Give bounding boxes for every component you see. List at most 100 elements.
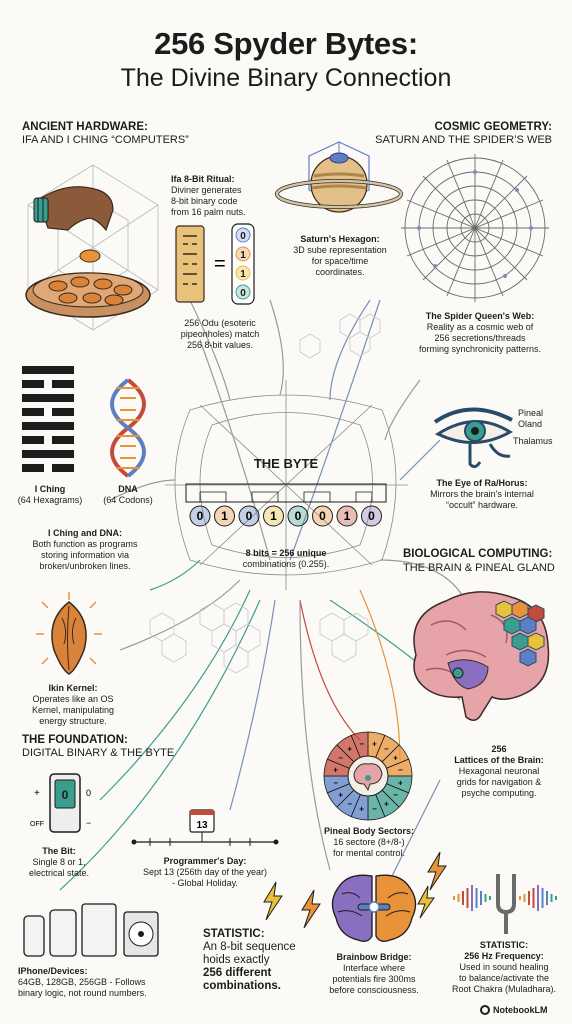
- dna-label: DNA (64 Codons): [88, 484, 168, 506]
- bit-line-1: Single 8 or 1,: [32, 857, 86, 867]
- byte-bit-circle: [287, 505, 309, 527]
- eye-label-thalamus: Thalamus: [513, 436, 553, 446]
- pineal-sector-sign: +: [338, 790, 343, 799]
- devices-illustration: [23, 903, 159, 957]
- stat2-line-1: Used in sound healing: [459, 962, 549, 972]
- stat1-bold-2: combinations.: [203, 980, 281, 992]
- brainbow-line-1: Interface where: [342, 963, 406, 973]
- eye-label-pineal: Pineal: [518, 408, 544, 418]
- switch-label-zero: 0: [86, 788, 91, 798]
- saturn-label: Saturn's Hexagon: 3D sube representation…: [280, 234, 400, 278]
- brainbow-bridge-illustration: [331, 874, 417, 942]
- stat1-title: STATISTIC:: [203, 928, 265, 940]
- spider-line-2: 256 secretions/threads: [434, 333, 526, 343]
- byte-bit-value: 1: [270, 509, 277, 523]
- pineal-sector-sign: −: [393, 790, 398, 799]
- bit-line-2: electrical state.: [28, 868, 90, 878]
- byte-bit-value: 0: [246, 509, 253, 523]
- programmer-line-1: Sept 13 (256th day of the year): [142, 867, 268, 877]
- ifa-bit-4: 0: [240, 288, 246, 299]
- bit-title: The Bit:: [42, 846, 76, 856]
- calendar-date: 13: [196, 820, 208, 831]
- brainbow-line-3: before consciousness.: [329, 985, 419, 995]
- spider-line-3: forming synchronicity patterns.: [418, 344, 542, 354]
- stat2-label: STATISTIC: 256 Hz Frequency: Used in sou…: [442, 940, 566, 995]
- pineal-label: Pineal Body Sectors: 16 sectore (8+/8-) …: [314, 826, 424, 859]
- lightning-right-icons: [417, 851, 447, 919]
- pineal-sector-sign: −: [384, 745, 389, 754]
- saturn-title: Saturn's Hexagon:: [300, 234, 380, 244]
- stat1-line-2: hoids exactly: [203, 954, 270, 966]
- pineal-sector-sign: +: [333, 766, 338, 775]
- saturn-illustration: [275, 141, 403, 213]
- ikin-line-3: energy structure.: [39, 716, 107, 726]
- pineal-sector-sign: −: [359, 740, 364, 749]
- dna-name: DNA: [118, 484, 138, 494]
- byte-bit-value: 0: [319, 509, 326, 523]
- odu-label: 256 Odu (esoteric pipeonholes) match 256…: [160, 318, 280, 351]
- brainbow-label: Brainbow Bridge: Interface where potenti…: [310, 952, 438, 996]
- byte-bit-value: 0: [295, 509, 302, 523]
- ifa-bit-3: 1: [240, 269, 246, 280]
- pineal-sector-sign: −: [333, 778, 338, 787]
- iching-dna-line-2: storing information via: [40, 550, 130, 560]
- ifa-ritual-line-2: 8-bit binary code: [171, 196, 238, 206]
- ikin-line-2: Kernel, manipulating: [31, 705, 115, 715]
- pineal-sector-sign: +: [347, 745, 352, 754]
- iching-dna-title: I Ching and DNA:: [48, 528, 122, 538]
- tuning-fork-icon: [453, 874, 557, 934]
- ifa-bit-2: 1: [240, 250, 246, 261]
- iching-name: I Ching: [34, 484, 66, 494]
- page-title: 256 Spyder Bytes:: [154, 26, 418, 61]
- switch-zero: 0: [62, 788, 69, 802]
- lattice-line-3: psyche computing.: [461, 788, 537, 798]
- byte-bit-circle: [189, 505, 211, 527]
- stat1-line-1: An 8-bit sequence: [203, 941, 296, 953]
- pineal-sector-sign: −: [347, 799, 352, 808]
- stat2-title-2: 256 Hz Frequency:: [464, 951, 544, 961]
- byte-bit-circle: [214, 505, 235, 527]
- lattice-label: 256 Lattices of the Brain: Hexagonal neu…: [444, 744, 554, 799]
- notebooklm-logo-icon: [480, 1005, 490, 1015]
- ifa-ritual-title: Ifa 8-Bit Ritual:: [171, 174, 235, 184]
- pineal-sectors-wheel: +−+−+−+−+−+−+−+−: [323, 731, 413, 821]
- brainbow-line-2: potentials fire 300ms: [332, 974, 416, 984]
- notebooklm-brand: NotebookLM: [480, 1005, 548, 1015]
- brainbow-title: Brainbow Bridge:: [336, 952, 412, 962]
- stat1-bold-1: 256 different: [203, 967, 272, 979]
- byte-title: THE BYTE: [253, 456, 319, 471]
- section-cosmic-heading: COSMIC GEOMETRY:: [434, 121, 552, 133]
- section-ancient-sub: IFA AND I CHING “COMPUTERS”: [22, 134, 189, 146]
- iching-label: I Ching (64 Hexagrams): [8, 484, 92, 506]
- eye-of-ra-label: The Eye of Ra/Horus: Mirrors the brain's…: [412, 478, 552, 511]
- odu-line-3: 256 8-bit values.: [186, 340, 254, 350]
- switch-off: OFF: [30, 821, 44, 828]
- bit-switch-icon: 0 + 0 OFF −: [30, 773, 91, 833]
- ifa-ritual-line-3: from 16 palm nuts.: [171, 207, 246, 217]
- section-cosmic-sub: SATURN AND THE SPIDER’S WEB: [375, 134, 552, 146]
- stat2-title: STATISTIC:: [479, 940, 529, 950]
- pineal-sector-sign: +: [372, 740, 377, 749]
- lattice-line-1: Hexagonal neuronal: [458, 766, 540, 776]
- spider-line-1: Reality as a cosmic web of: [426, 322, 534, 332]
- byte-bit-value: 1: [344, 509, 351, 523]
- spider-web-illustration: [401, 154, 549, 302]
- pineal-sector-sign: −: [372, 804, 377, 813]
- brand-name: NotebookLM: [493, 1005, 548, 1015]
- iching-dna-line-1: Both function as programs: [32, 539, 138, 549]
- pineal-sector-sign: +: [384, 799, 389, 808]
- iching-dna-line-3: broken/unbroken lines.: [39, 561, 131, 571]
- section-biological-sub: THE BRAIN & PINEAL GLAND: [403, 562, 555, 574]
- ifa-bowl-illustration: [25, 164, 159, 331]
- iching-dna-label: I Ching and DNA: Both function as progra…: [10, 528, 160, 572]
- iching-sub: (64 Hexagrams): [17, 495, 83, 505]
- ikin-title: Ikin Kernel:: [48, 683, 98, 693]
- pineal-sector-sign: +: [359, 804, 364, 813]
- statistic-bits-card: STATISTIC: An 8-bit sequence hoids exact…: [203, 928, 313, 993]
- devices-title: IPhone/Devices:: [18, 966, 88, 976]
- section-biological-heading: BIOLOGICAL COMPUTING:: [403, 548, 553, 560]
- ikin-label: Ikin Kernel: Operates like an OS Kernel,…: [18, 683, 128, 727]
- eye-title: The Eye of Ra/Horus:: [436, 478, 528, 488]
